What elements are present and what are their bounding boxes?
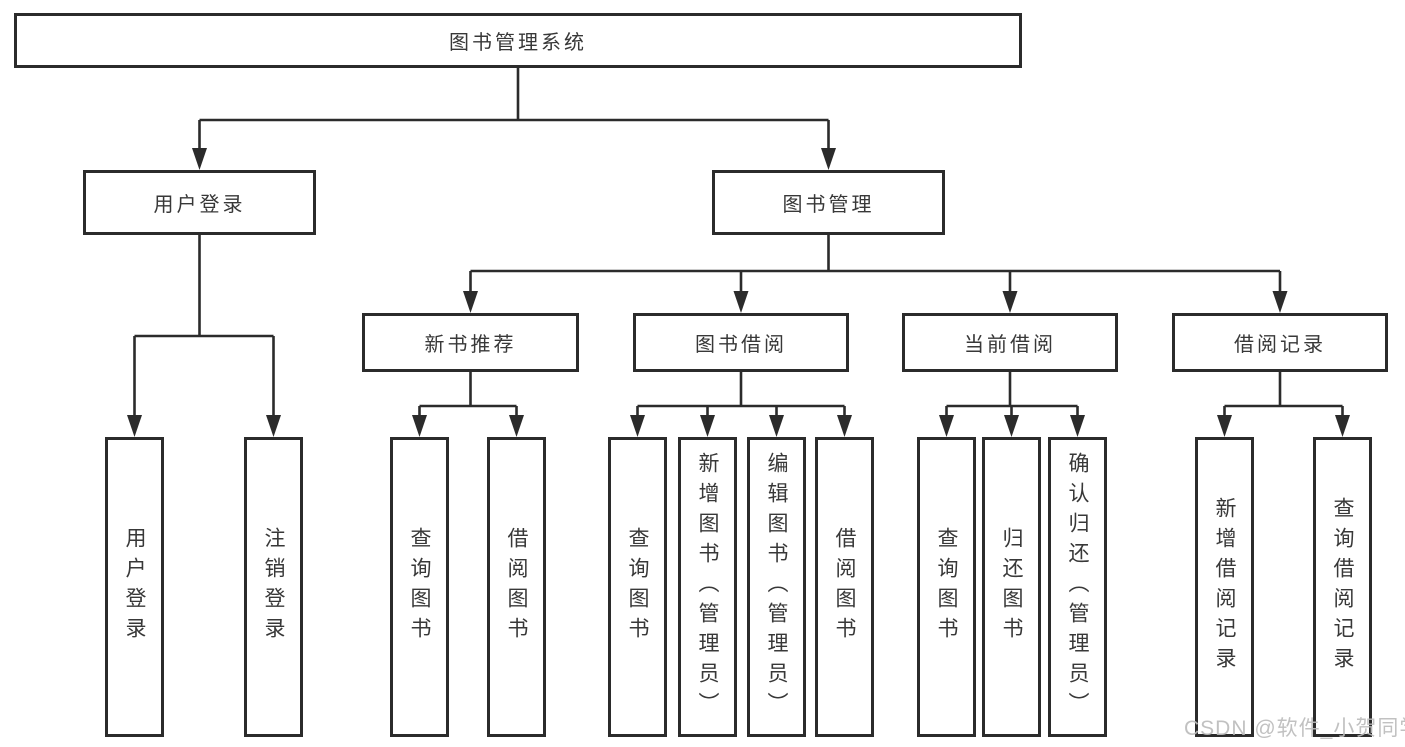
arrow-down-icon: [509, 415, 524, 437]
node-book-borrowing: 图书借阅: [633, 313, 849, 372]
leaf-logout: 注销登录: [244, 437, 303, 737]
node-label: 图书借阅: [695, 334, 787, 356]
arrow-down-icon: [837, 415, 852, 437]
connector-book-borrow-branch: [636, 372, 846, 415]
leaf-edit-book-admin: 编辑图书（管理员）: [747, 437, 806, 737]
arrow-down-icon: [412, 415, 427, 437]
arrowheads: [127, 148, 1350, 437]
connector-borrow-records-branch: [1223, 372, 1344, 415]
node-label: 图书管理: [782, 194, 875, 216]
leaf-borrow-books-recommend: 借阅图书: [487, 437, 546, 737]
node-current-borrowing: 当前借阅: [902, 313, 1118, 372]
leaf-borrow-books: 借阅图书: [815, 437, 874, 737]
node-label: 归还图书: [1000, 527, 1023, 647]
node-label: 借阅记录: [1234, 334, 1326, 356]
connector-new-book-branch: [418, 372, 518, 415]
leaf-add-borrow-record: 新增借阅记录: [1195, 437, 1254, 737]
leaf-add-book-admin: 新增图书（管理员）: [678, 437, 737, 737]
node-label: 确认归还（管理员）: [1066, 452, 1089, 722]
leaf-query-books-recommend: 查询图书: [390, 437, 449, 737]
leaf-user-login: 用户登录: [105, 437, 164, 737]
connector-root-to-level2: [198, 68, 830, 148]
node-label: 图书管理系统: [449, 32, 587, 54]
node-label: 编辑图书（管理员）: [765, 452, 788, 722]
arrow-down-icon: [700, 415, 715, 437]
arrow-down-icon: [733, 291, 749, 313]
node-label: 查询借阅记录: [1331, 497, 1354, 677]
node-label: 用户登录: [123, 527, 146, 647]
arrow-down-icon: [1002, 291, 1018, 313]
arrow-down-icon: [769, 415, 784, 437]
arrow-down-icon: [1272, 291, 1288, 313]
arrow-down-icon: [1217, 415, 1232, 437]
arrow-down-icon: [821, 148, 836, 170]
arrow-down-icon: [1070, 415, 1085, 437]
connector-book-management-branch: [469, 235, 1282, 291]
node-library-management-system: 图书管理系统: [14, 13, 1022, 68]
node-label: 当前借阅: [964, 334, 1056, 356]
arrow-down-icon: [1004, 415, 1019, 437]
node-user-login: 用户登录: [83, 170, 316, 235]
csdn-watermark: CSDN @软件_小贺同学: [1184, 717, 1405, 740]
node-label: 借阅图书: [833, 527, 856, 647]
leaf-query-books-current: 查询图书: [917, 437, 976, 737]
arrow-down-icon: [939, 415, 954, 437]
node-label: 新书推荐: [424, 334, 517, 356]
node-book-management: 图书管理: [712, 170, 945, 235]
node-label: 查询图书: [408, 527, 431, 647]
node-label: 查询图书: [935, 527, 958, 647]
connector-current-borrow-branch: [945, 372, 1079, 415]
leaf-return-book: 归还图书: [982, 437, 1041, 737]
connector-user-login-branch: [133, 235, 275, 415]
leaf-confirm-return-admin: 确认归还（管理员）: [1048, 437, 1107, 737]
leaf-query-borrow-record: 查询借阅记录: [1313, 437, 1372, 737]
node-label: 查询图书: [626, 527, 649, 647]
node-label: 注销登录: [262, 527, 285, 647]
arrow-down-icon: [192, 148, 207, 170]
node-label: 用户登录: [153, 194, 246, 216]
arrow-down-icon: [630, 415, 645, 437]
node-label: 新增借阅记录: [1213, 497, 1236, 677]
arrow-down-icon: [1335, 415, 1350, 437]
arrow-down-icon: [127, 415, 142, 437]
arrow-down-icon: [266, 415, 281, 437]
leaf-query-books-borrow: 查询图书: [608, 437, 667, 737]
node-label: 新增图书（管理员）: [696, 452, 719, 722]
node-new-book-recommendation: 新书推荐: [362, 313, 579, 372]
arrow-down-icon: [463, 291, 478, 313]
node-borrowing-records: 借阅记录: [1172, 313, 1388, 372]
node-label: 借阅图书: [505, 527, 528, 647]
